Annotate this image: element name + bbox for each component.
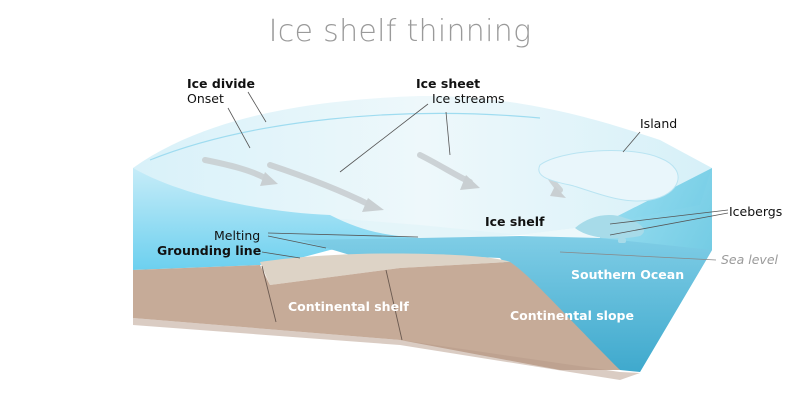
leader-lines (227, 91, 729, 261)
label-melting: Melting (214, 228, 261, 243)
ice-front-face (133, 168, 712, 250)
ice-sheet-top (133, 95, 712, 240)
label-icebergs: Icebergs (729, 204, 783, 219)
continental-rock (133, 262, 620, 370)
island-shape (538, 150, 679, 202)
sediment-layer (260, 253, 510, 285)
label-sea-level: Sea level (721, 252, 778, 267)
label-ice-divide: Ice divide (187, 76, 255, 91)
label-continental-slope: Continental slope (510, 308, 634, 323)
ocean-body (300, 236, 712, 372)
label-island: Island (640, 116, 678, 131)
label-grounding-line: Grounding line (157, 243, 262, 258)
label-onset: Onset (187, 91, 224, 106)
label-ice-shelf: Ice shelf (485, 214, 545, 229)
rock-front-lower (133, 318, 640, 380)
label-ice-streams: Ice streams (432, 91, 505, 106)
icebergs-shapes (575, 215, 645, 243)
diagram-title: Ice shelf thinning (268, 14, 532, 49)
label-southern-ocean: Southern Ocean (571, 267, 685, 282)
ice-flow-arrowheads (260, 172, 566, 212)
label-ice-sheet: Ice sheet (416, 76, 481, 91)
label-continental-shelf: Continental shelf (288, 299, 409, 314)
